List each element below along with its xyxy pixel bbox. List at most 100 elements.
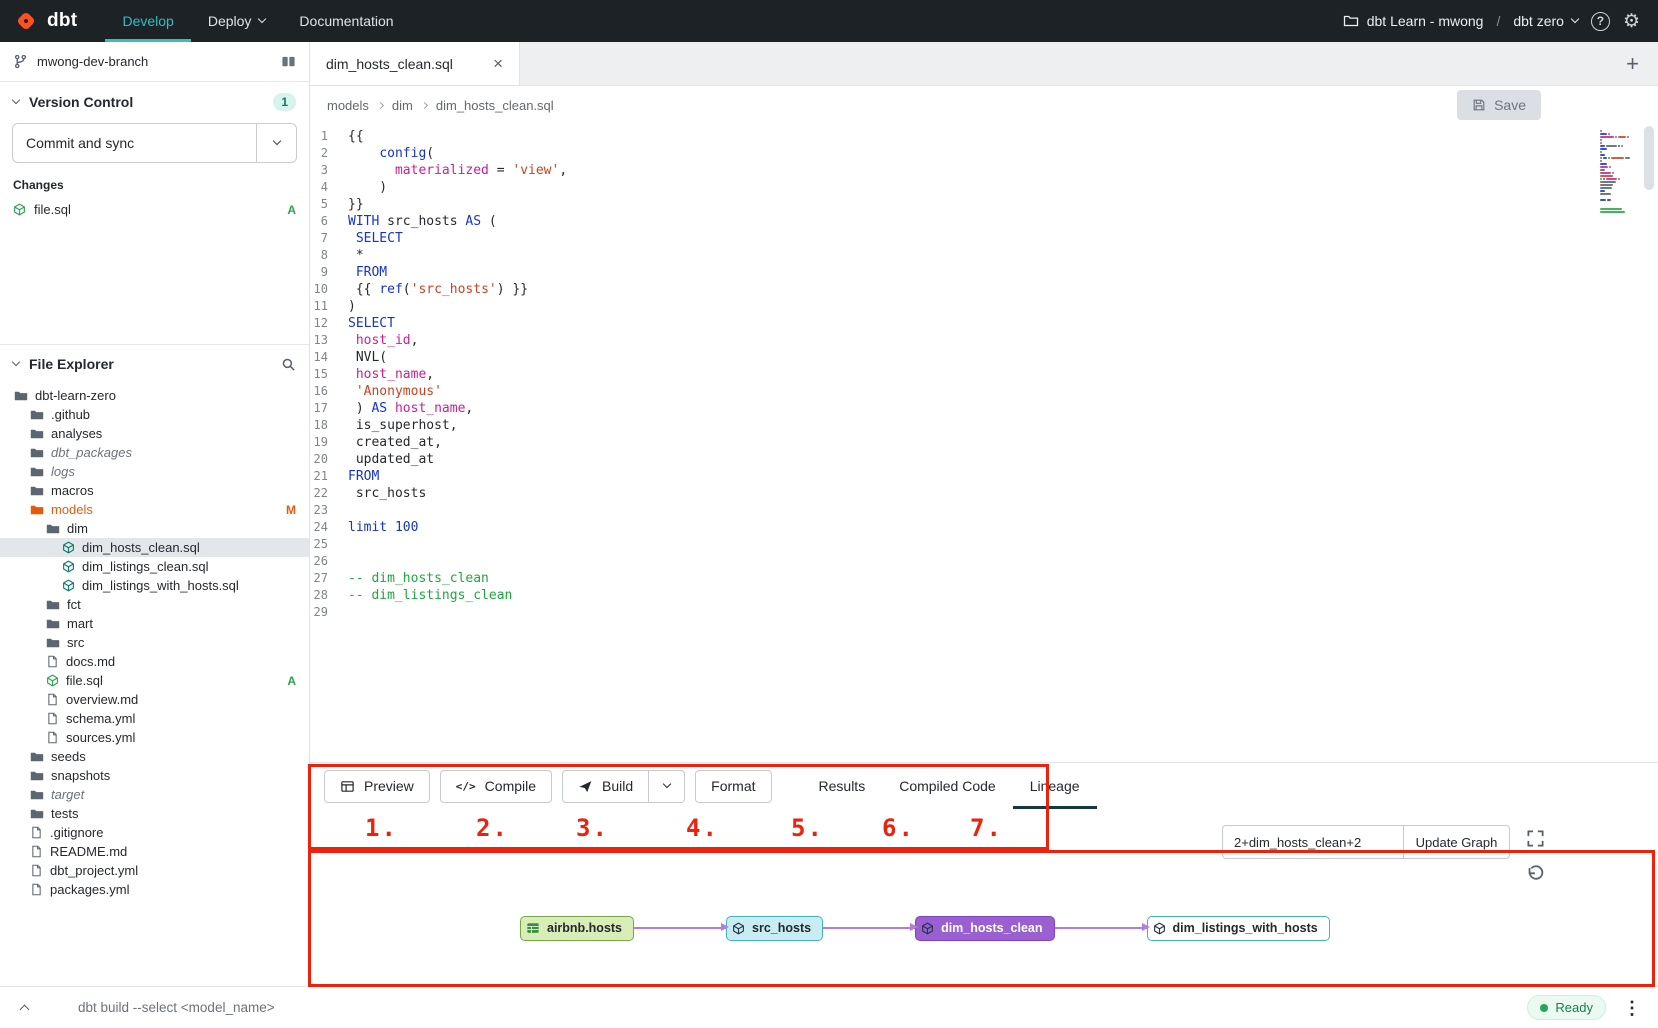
save-button[interactable]: Save	[1457, 90, 1541, 120]
preview-button[interactable]: Preview	[324, 769, 430, 803]
code-line[interactable]: 28-- dim_listings_clean	[310, 587, 1658, 604]
code-line[interactable]: 9 FROM	[310, 264, 1658, 281]
tree-item-logs[interactable]: logs	[0, 462, 309, 481]
minimap[interactable]	[1600, 130, 1636, 217]
code-line[interactable]: 3 materialized = 'view',	[310, 162, 1658, 179]
code-line[interactable]: 14 NVL(	[310, 349, 1658, 366]
tree-item-sources.yml[interactable]: sources.yml	[0, 728, 309, 747]
tree-item-target[interactable]: target	[0, 785, 309, 804]
tree-item-schema.yml[interactable]: schema.yml	[0, 709, 309, 728]
format-button[interactable]: Format	[695, 769, 772, 803]
tree-item-dim_hosts_clean.sql[interactable]: dim_hosts_clean.sql	[0, 538, 309, 557]
lineage-node-airbnb.hosts[interactable]: airbnb.hosts	[520, 915, 635, 941]
tree-item-snapshots[interactable]: snapshots	[0, 766, 309, 785]
code-line[interactable]: 4 )	[310, 179, 1658, 196]
compile-button[interactable]: </>Compile	[439, 769, 553, 803]
tab-compiled-code[interactable]: Compiled Code	[899, 778, 996, 794]
code-line[interactable]: 18 is_superhost,	[310, 417, 1658, 434]
code-line[interactable]: 1{{	[310, 128, 1658, 145]
search-icon[interactable]	[281, 357, 296, 372]
lineage-selector-input[interactable]	[1222, 825, 1404, 859]
branch-selector[interactable]: mwong-dev-branch	[0, 42, 309, 82]
tree-item-dbt-learn-zero[interactable]: dbt-learn-zero	[0, 386, 309, 405]
code-line[interactable]: 23	[310, 502, 1658, 519]
code-line[interactable]: 5}}	[310, 196, 1658, 213]
tree-item-packages.yml[interactable]: packages.yml	[0, 880, 309, 899]
code-line[interactable]: 27-- dim_hosts_clean	[310, 570, 1658, 587]
code-line[interactable]: 17 ) AS host_name,	[310, 400, 1658, 417]
build-button[interactable]: Build	[562, 769, 650, 803]
close-icon[interactable]	[493, 55, 503, 72]
tab-lineage[interactable]: Lineage	[1013, 763, 1097, 809]
build-dropdown-button[interactable]	[649, 769, 686, 803]
reset-icon[interactable]	[1526, 865, 1545, 887]
code-line[interactable]: 15 host_name,	[310, 366, 1658, 383]
code-line[interactable]: 7 SELECT	[310, 230, 1658, 247]
code-line[interactable]: 8 *	[310, 247, 1658, 264]
commit-dropdown-button[interactable]	[256, 124, 296, 162]
editor-tab[interactable]: dim_hosts_clean.sql	[310, 42, 520, 85]
lineage-node-dim_hosts_clean[interactable]: dim_hosts_clean	[915, 915, 1055, 941]
dbt-logo[interactable]: dbt	[0, 0, 105, 42]
tree-item-dim_listings_clean.sql[interactable]: dim_listings_clean.sql	[0, 557, 309, 576]
code-line[interactable]: 2 config(	[310, 145, 1658, 162]
tree-item-src[interactable]: src	[0, 633, 309, 652]
code-line[interactable]: 29	[310, 604, 1658, 621]
split-view-icon[interactable]	[281, 54, 296, 69]
lineage-node-src_hosts[interactable]: src_hosts	[726, 915, 824, 941]
code-line[interactable]: 26	[310, 553, 1658, 570]
tree-item-analyses[interactable]: analyses	[0, 424, 309, 443]
gear-icon[interactable]	[1623, 12, 1640, 31]
tree-item-README.md[interactable]: README.md	[0, 842, 309, 861]
tree-item-.gitignore[interactable]: .gitignore	[0, 823, 309, 842]
tree-item-dim_listings_with_hosts.sql[interactable]: dim_listings_with_hosts.sql	[0, 576, 309, 595]
tree-item-dim[interactable]: dim	[0, 519, 309, 538]
code-line[interactable]: 22 src_hosts	[310, 485, 1658, 502]
code-line[interactable]: 25	[310, 536, 1658, 553]
update-graph-button[interactable]: Update Graph	[1404, 825, 1510, 859]
main-area: mwong-dev-branch Version Control 1 Commi…	[0, 42, 1658, 987]
plus-icon[interactable]	[1607, 42, 1658, 85]
file-explorer-header[interactable]: File Explorer	[0, 345, 309, 383]
tree-item-dbt_packages[interactable]: dbt_packages	[0, 443, 309, 462]
code-line[interactable]: 16 'Anonymous'	[310, 383, 1658, 400]
code-line[interactable]: 11)	[310, 298, 1658, 315]
tree-item-mart[interactable]: mart	[0, 614, 309, 633]
tree-item-docs.md[interactable]: docs.md	[0, 652, 309, 671]
help-icon[interactable]	[1590, 11, 1610, 31]
code-line[interactable]: 19 created_at,	[310, 434, 1658, 451]
project-selector[interactable]: dbt Learn - mwong	[1343, 13, 1483, 29]
code-line[interactable]: 10 {{ ref('src_hosts') }}	[310, 281, 1658, 298]
fullscreen-icon[interactable]	[1526, 829, 1545, 851]
lineage-node-dim_listings_with_hosts[interactable]: dim_listings_with_hosts	[1146, 915, 1330, 941]
tree-item-fct[interactable]: fct	[0, 595, 309, 614]
tree-item-dbt_project.yml[interactable]: dbt_project.yml	[0, 861, 309, 880]
tree-item-tests[interactable]: tests	[0, 804, 309, 823]
editor-scrollbar[interactable]	[1644, 126, 1654, 190]
environment-selector[interactable]: dbt zero	[1513, 13, 1580, 29]
tree-item-overview.md[interactable]: overview.md	[0, 690, 309, 709]
nav-develop[interactable]: Develop	[105, 0, 190, 42]
code-line[interactable]: 13 host_id,	[310, 332, 1658, 349]
version-control-header[interactable]: Version Control 1	[0, 82, 309, 122]
tree-item-macros[interactable]: macros	[0, 481, 309, 500]
code-editor[interactable]: 1{{2 config(3 materialized = 'view',4 )5…	[310, 124, 1658, 762]
tab-results[interactable]: Results	[818, 778, 866, 794]
commit-and-sync-button[interactable]: Commit and sync	[12, 123, 297, 163]
command-bar[interactable]: dbt build --select <model_name>	[78, 1000, 275, 1015]
tree-item-.github[interactable]: .github	[0, 405, 309, 424]
nav-deploy[interactable]: Deploy	[191, 0, 283, 42]
expand-panel-icon[interactable]	[17, 998, 32, 1017]
code-line[interactable]: 20 updated_at	[310, 451, 1658, 468]
folder-icon	[46, 636, 60, 650]
nav-documentation[interactable]: Documentation	[299, 13, 394, 29]
tree-item-seeds[interactable]: seeds	[0, 747, 309, 766]
kebab-menu-icon[interactable]	[1623, 999, 1641, 1017]
